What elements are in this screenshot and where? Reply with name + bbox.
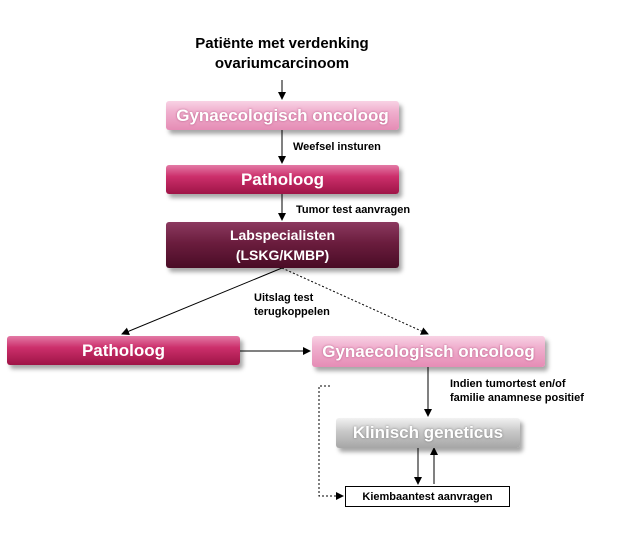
edge-label-condition-line1: Indien tumortest en/of [450, 378, 566, 390]
node-germline-test-label: Kiembaantest aanvragen [362, 490, 493, 503]
node-gyn-oncologist-right-label: Gynaecologisch oncoloog [322, 341, 535, 361]
start-label-line2: ovariumcarcinoom [214, 55, 350, 72]
start-label-line1: Patiënte met verdenking [195, 35, 369, 52]
edge-label-condition-line2: familie anamnese positief [450, 392, 584, 404]
node-lab-specialists: Labspecialisten (LSKG/KMBP) [166, 222, 399, 268]
node-clinical-geneticist: Klinisch geneticus [336, 418, 520, 448]
node-lab-specialists-line2: (LSKG/KMBP) [235, 247, 330, 263]
arrow-lab-to-path2 [121, 267, 283, 336]
edge-label-result-line1: Uitslag test [254, 292, 314, 304]
node-clinical-geneticist-label: Klinisch geneticus [352, 423, 504, 442]
edge-label-result: Uitslag test terugkoppelen [254, 291, 330, 319]
edge-label-result-line2: terugkoppelen [254, 306, 330, 318]
node-lab-specialists-line1: Labspecialisten [229, 227, 336, 243]
start-label: Patiënte met verdenking ovariumcarcinoom [192, 34, 372, 74]
node-pathologist-left-label: Patholoog [81, 340, 166, 360]
arrow-lab-to-gyn2 [281, 267, 429, 335]
node-gyn-oncologist-right: Gynaecologisch oncoloog [312, 336, 545, 367]
node-pathologist-top-label: Patholoog [240, 169, 325, 189]
node-gyn-oncologist-top: Gynaecologisch oncoloog [166, 101, 399, 130]
edge-label-condition: Indien tumortest en/of familie anamnese … [450, 377, 584, 405]
edge-label-send-tissue: Weefsel insturen [293, 141, 381, 153]
node-pathologist-left: Patholoog [7, 336, 240, 365]
node-germline-test: Kiembaantest aanvragen [345, 486, 510, 507]
node-gyn-oncologist-top-label: Gynaecologisch oncoloog [176, 105, 389, 125]
node-pathologist-top: Patholoog [166, 165, 399, 194]
edge-label-request-test: Tumor test aanvragen [296, 204, 411, 216]
arrow-gyn2-to-germline-bypass [318, 385, 344, 500]
